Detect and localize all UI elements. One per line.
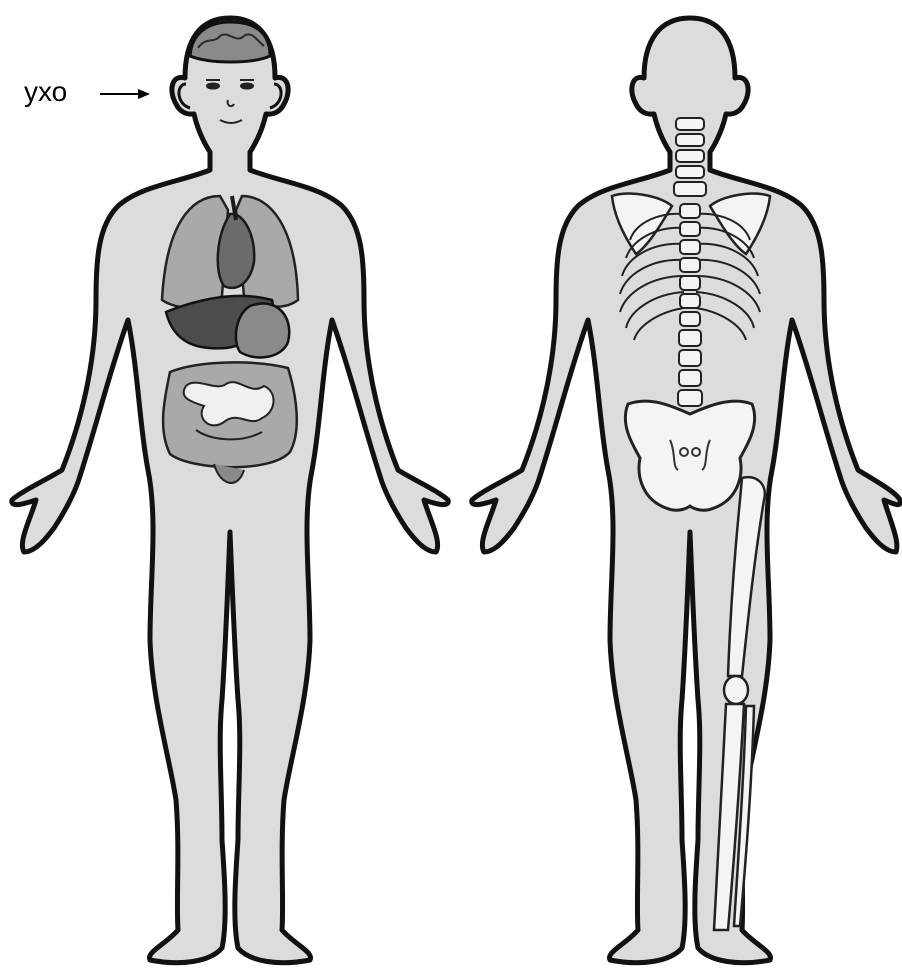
patella — [724, 676, 748, 704]
back-body-figure — [472, 18, 901, 963]
stomach-organ — [236, 304, 289, 358]
front-body-outline — [12, 18, 448, 963]
front-body-figure — [12, 18, 448, 963]
cervical-spine — [674, 118, 706, 196]
ear-pointer-arrow — [100, 89, 150, 99]
spine — [678, 204, 702, 406]
